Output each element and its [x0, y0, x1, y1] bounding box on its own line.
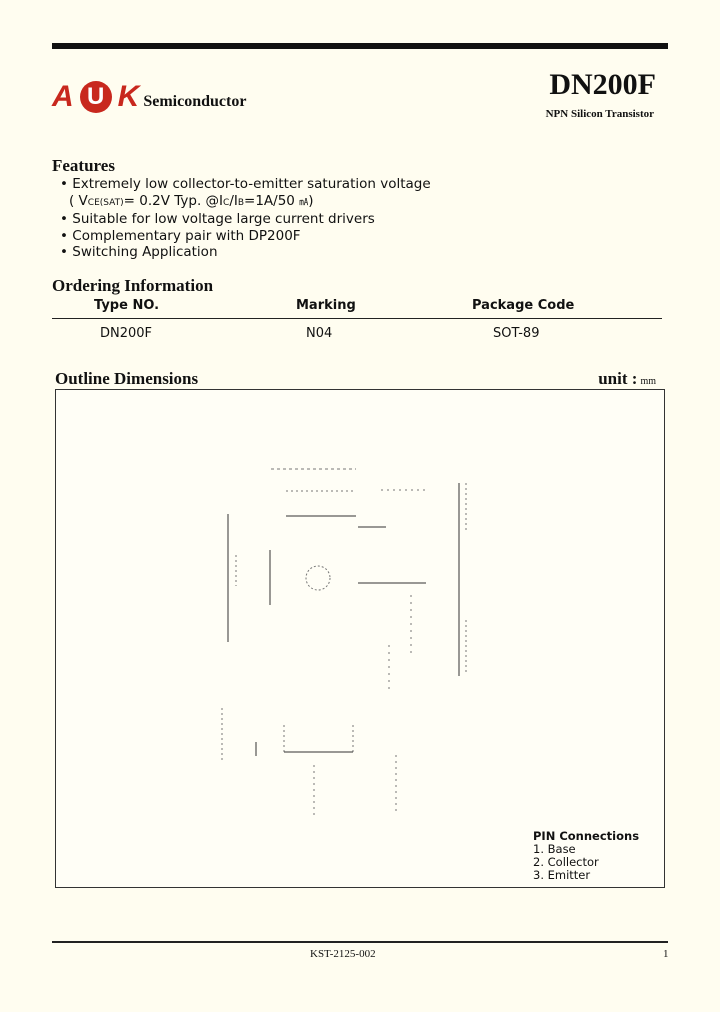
package-outline-drawing — [221, 468, 467, 815]
cell-type-no: DN200F — [100, 326, 153, 341]
company-logo: A U K Semiconductor — [52, 80, 246, 114]
page-number: 1 — [663, 948, 669, 960]
logo-letter-a: A — [52, 80, 74, 113]
feature-item: • Extremely low collector-to-emitter sat… — [60, 176, 431, 192]
table-rule — [52, 318, 662, 319]
company-name: Semiconductor — [143, 93, 247, 110]
feature-item: • Complementary pair with DP200F — [60, 227, 301, 244]
footer-rule — [52, 941, 668, 943]
pin-item: 2. Collector — [533, 855, 599, 869]
doc-code: KST-2125-002 — [310, 948, 376, 960]
col-marking: Marking — [296, 298, 356, 313]
pin-item: 1. Base — [533, 842, 576, 856]
cell-package-code: SOT-89 — [493, 326, 540, 341]
pin-connections-title: PIN Connections — [533, 829, 640, 843]
part-number: DN200F — [549, 68, 656, 101]
feature-item: • Switching Application — [60, 244, 218, 260]
outline-drawing-box — [55, 389, 665, 888]
col-type-no: Type NO. — [94, 298, 160, 313]
feature-spec: ( VCE(SAT)= 0.2V Typ. @IC/IB=1A/50 ㎃) — [69, 192, 314, 209]
col-package-code: Package Code — [472, 298, 575, 313]
outline-heading: Outline Dimensions — [55, 369, 199, 388]
top-rule — [52, 43, 668, 49]
part-subtitle: NPN Silicon Transistor — [545, 108, 654, 120]
unit-label: unit :mm — [598, 369, 656, 388]
pin-item: 3. Emitter — [533, 868, 591, 882]
cell-marking: N04 — [306, 326, 333, 341]
features-heading: Features — [52, 156, 115, 175]
features-list: • Extremely low collector-to-emitter sat… — [60, 176, 431, 261]
feature-item: • Suitable for low voltage large current… — [60, 211, 375, 227]
logo-letter-k: K — [117, 80, 140, 113]
ordering-heading: Ordering Information — [52, 276, 214, 295]
pin-connections: PIN Connections 1. Base 2. Collector 3. … — [533, 830, 639, 882]
logo-letter-u: U — [79, 81, 112, 113]
